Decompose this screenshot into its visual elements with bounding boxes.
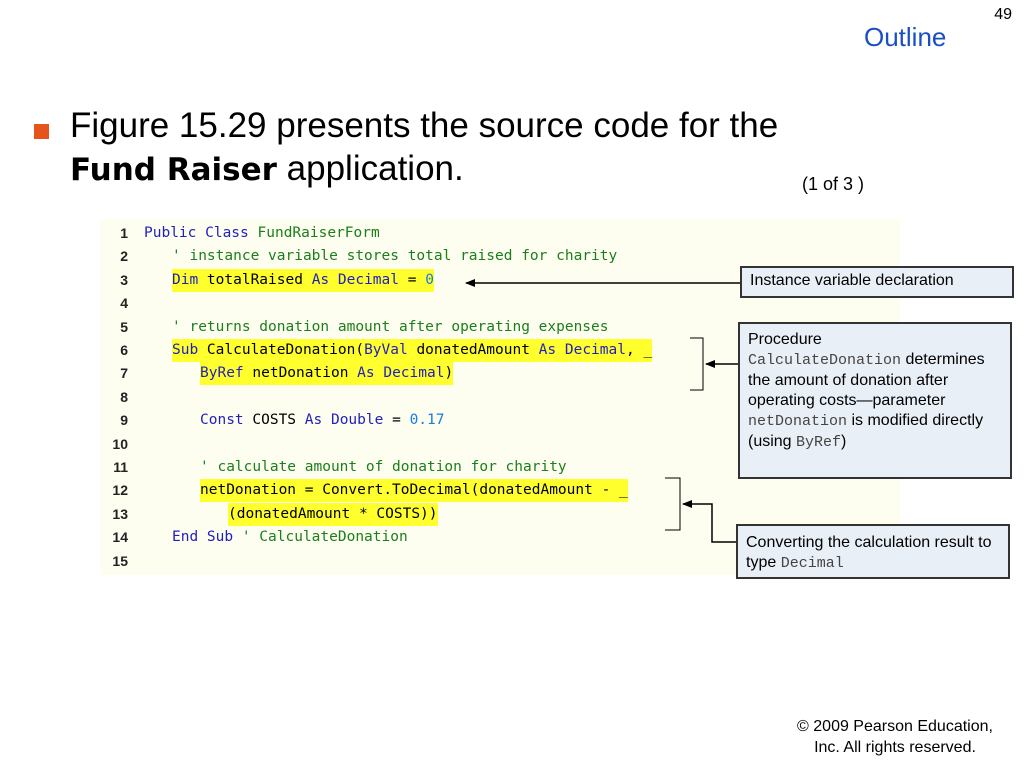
page-indicator: (1 of 3 ) (802, 174, 865, 194)
outline-link[interactable]: Outline (864, 22, 947, 52)
code-line: 3 Dim totalRaised As Decimal = 0 (100, 268, 900, 292)
callout-procedure-text2: determines the amount of donation after … (748, 351, 985, 409)
code-token: As Decimal (538, 342, 626, 358)
code-line: 1 Public Class FundRaiserForm (100, 222, 900, 245)
callout-instance-variable-text: Instance variable declaration (750, 272, 954, 289)
code-token: ' CalculateDonation (241, 529, 408, 546)
code-line-number: 7 (120, 365, 128, 382)
code-line: 8 (100, 386, 900, 409)
callout-instance-variable: Instance variable declaration (740, 266, 1014, 298)
copyright: © 2009 Pearson Education, Inc. All right… (770, 716, 1020, 758)
code-line-number: 2 (120, 248, 128, 265)
code-token: FundRaiserForm (257, 225, 380, 241)
code-token: ) (444, 365, 454, 382)
code-token: ' returns donation amount after operatin… (172, 318, 609, 335)
code-line-number: 4 (120, 295, 128, 312)
callout-procedure-text3: is modified directly (using (748, 412, 984, 450)
callout-procedure-code1: CalculateDonation (748, 352, 902, 369)
callout-procedure-text4: ) (841, 433, 847, 450)
code-line: 9 Const COSTS As Double = 0.17 (100, 409, 900, 432)
code-token: netDonation = Convert.ToDecimal(donatedA… (200, 482, 628, 499)
code-token: ByRef (200, 365, 253, 382)
copyright-line1: © 2009 Pearson Education, (797, 718, 993, 735)
code-line-source: End Sub ' CalculateDonation (172, 526, 408, 549)
code-line: 6 Sub CalculateDonation(ByVal donatedAmou… (100, 339, 900, 362)
code-line: 4 (100, 292, 900, 315)
code-token: netDonation (252, 365, 358, 382)
code-line-source: ' instance variable stores total raised … (172, 245, 617, 268)
bracket-procedure (690, 337, 704, 391)
code-line-source: Dim totalRaised As Decimal = 0 (172, 268, 434, 292)
code-line-number: 10 (112, 435, 128, 452)
callout-converting-text: Converting the calculation result to typ… (746, 534, 992, 571)
code-line: 13 (donatedAmount * COSTS)) (100, 502, 900, 526)
code-token: ' calculate amount of donation for chari… (200, 459, 567, 475)
code-line-number: 11 (113, 459, 128, 475)
code-token: Sub (172, 342, 207, 358)
code-line-source: (donatedAmount * COSTS)) (228, 502, 438, 526)
code-line: 12 netDonation = Convert.ToDecimal(donate… (100, 479, 900, 503)
code-token: totalRaised (206, 271, 312, 288)
code-line: 11 ' calculate amount of donation for cha… (100, 456, 900, 479)
code-token: Const (200, 412, 253, 429)
code-line-number: 6 (120, 342, 128, 358)
code-line-source: ByRef netDonation As Decimal) (200, 362, 454, 386)
callout-converting-code: Decimal (780, 555, 844, 572)
bullet-square-icon (34, 124, 49, 139)
code-token: As Double (304, 412, 393, 429)
code-line-number: 5 (120, 318, 128, 335)
code-line-number: 15 (112, 552, 128, 569)
callout-converting: Converting the calculation result to typ… (736, 524, 1010, 579)
code-token: As Decimal (311, 271, 408, 288)
code-token: ByVal (364, 342, 417, 358)
code-token: 0 (425, 271, 434, 288)
code-token: Dim (172, 271, 207, 288)
code-token: End Sub (172, 529, 242, 546)
bracket-converting (665, 477, 681, 531)
code-token: (donatedAmount * COSTS)) (228, 505, 438, 522)
code-token: , _ (625, 342, 653, 358)
code-line-number: 3 (120, 271, 128, 288)
bullet-text-post: application. (276, 149, 464, 188)
code-token: ' instance variable stores total raised … (172, 248, 618, 265)
bullet-text: Figure 15.29 presents the source code fo… (70, 104, 790, 192)
callout-procedure-line1: Procedure (748, 331, 822, 348)
code-line-number: 8 (120, 388, 128, 405)
code-line: 14 End Sub ' CalculateDonation (100, 526, 900, 549)
callout-procedure-code3: ByRef (796, 434, 842, 451)
code-token: Public Class (144, 225, 258, 241)
bullet-bold-term: Fund Raiser (70, 152, 277, 188)
code-token: As Decimal (357, 365, 445, 382)
code-line-source: netDonation = Convert.ToDecimal(donatedA… (200, 479, 628, 503)
code-token: 0.17 (409, 412, 445, 429)
code-line-source: ' returns donation amount after operatin… (172, 316, 609, 339)
code-token: COSTS (252, 412, 305, 429)
code-line: 10 (100, 433, 900, 456)
code-line-source: Sub CalculateDonation(ByVal donatedAmoun… (172, 339, 653, 362)
bullet-text-pre: Figure 15.29 presents the source code fo… (70, 106, 779, 145)
callout-procedure-code2: netDonation (748, 413, 848, 430)
code-line: 5 ' returns donation amount after operati… (100, 316, 900, 339)
code-line-number: 9 (120, 412, 128, 429)
code-line-number: 1 (120, 225, 128, 241)
page-number: 49 (994, 6, 1012, 23)
code-token: = (392, 412, 410, 429)
code-line-source: Public Class FundRaiserForm (144, 222, 380, 245)
arrow-converting (682, 500, 736, 543)
code-line-number: 12 (112, 482, 128, 499)
code-line: 7 ByRef netDonation As Decimal) (100, 362, 900, 386)
code-line: 2 ' instance variable stores total raised… (100, 245, 900, 268)
code-line-number: 14 (112, 529, 128, 546)
code-token: CalculateDonation( (206, 342, 365, 358)
code-token: donatedAmount (416, 342, 539, 358)
copyright-line2: Inc. All rights reserved. (814, 739, 976, 756)
code-token: = (407, 271, 426, 288)
code-line: 15 (100, 550, 900, 573)
code-line-source: ' calculate amount of donation for chari… (200, 456, 567, 479)
code-line-number: 13 (112, 505, 128, 522)
code-line-source: Const COSTS As Double = 0.17 (200, 409, 444, 432)
callout-procedure: Procedure CalculateDonation determines t… (738, 322, 1012, 479)
